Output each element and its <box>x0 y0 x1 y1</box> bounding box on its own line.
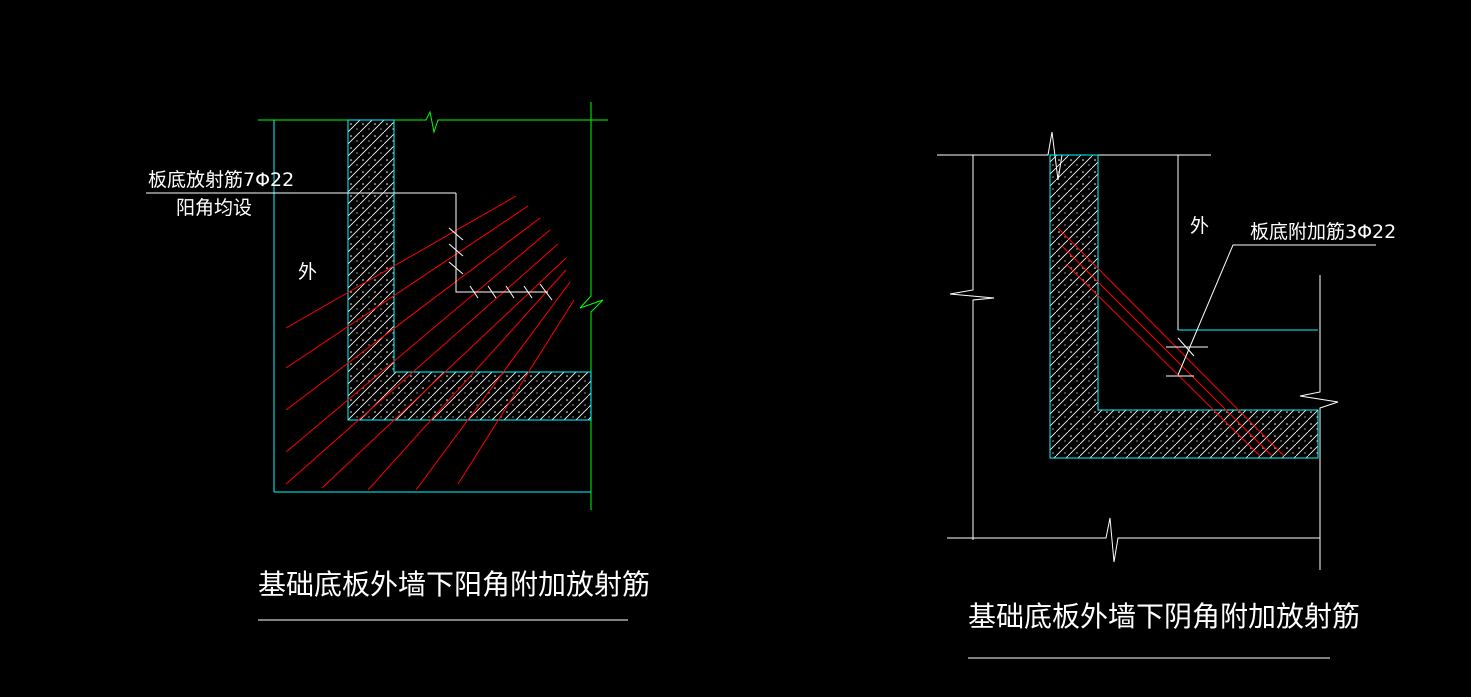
left-cyan-outline <box>273 120 591 493</box>
left-concrete-section <box>347 119 592 421</box>
right-rebar-label: 板底附加筋3Φ22 <box>1250 221 1396 243</box>
radial-rebar-3 <box>285 217 541 411</box>
radial-rebar-6 <box>321 257 567 489</box>
radial-rebar-4 <box>285 229 551 453</box>
radial-rebar-8 <box>415 281 571 491</box>
radial-rebar-2 <box>285 205 529 369</box>
right-concrete-section <box>1049 154 1319 459</box>
left-detail: 板底放射筋7Φ22 阳角均设 外 基础底板外墙下阳角附加放射筋 <box>146 102 650 621</box>
left-rebar-label: 板底放射筋7Φ22 <box>148 169 294 191</box>
left-radial-rebars <box>285 195 575 491</box>
radial-rebar-1 <box>285 195 517 329</box>
radial-rebar-7 <box>367 269 567 491</box>
right-leader-lines <box>968 244 1376 659</box>
right-diagonal-rebars <box>1057 227 1285 457</box>
left-title: 基础底板外墙下阳角附加放射筋 <box>258 568 650 601</box>
left-note-label: 阳角均设 <box>176 197 252 219</box>
right-title: 基础底板外墙下阴角附加放射筋 <box>968 600 1360 633</box>
left-green-boundary <box>258 102 608 510</box>
radial-rebar-9 <box>457 299 575 485</box>
left-leader-lines <box>146 192 628 621</box>
right-white-boundary <box>937 131 1339 570</box>
right-side-label: 外 <box>1190 215 1209 237</box>
right-detail: 板底附加筋3Φ22 外 基础底板外墙下阴角附加放射筋 <box>937 131 1396 659</box>
left-side-label: 外 <box>298 261 317 283</box>
radial-rebar-5 <box>285 243 559 485</box>
